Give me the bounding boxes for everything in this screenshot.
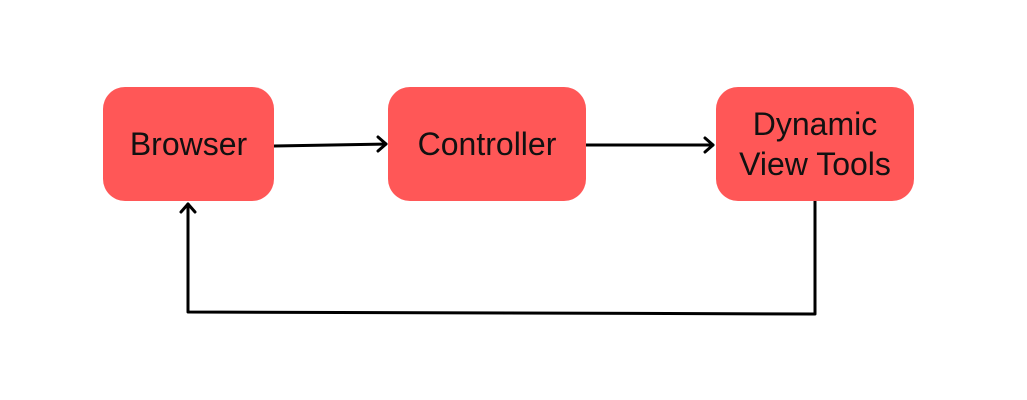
controller-node-label: Controller — [417, 126, 557, 162]
dynamic-view-tools-node-label: Dynamic View Tools — [739, 106, 891, 182]
browser-node-label: Browser — [129, 126, 248, 162]
dynamic-view-tools-node: Dynamic View Tools — [716, 87, 914, 201]
edge-browser-to-controller — [272, 135, 388, 153]
edge-controller-to-dynamic-view-tools — [584, 136, 715, 154]
controller-node: Controller — [388, 87, 586, 201]
browser-node: Browser — [103, 87, 274, 201]
edge-dynamic-view-tools-to-browser — [179, 199, 817, 316]
